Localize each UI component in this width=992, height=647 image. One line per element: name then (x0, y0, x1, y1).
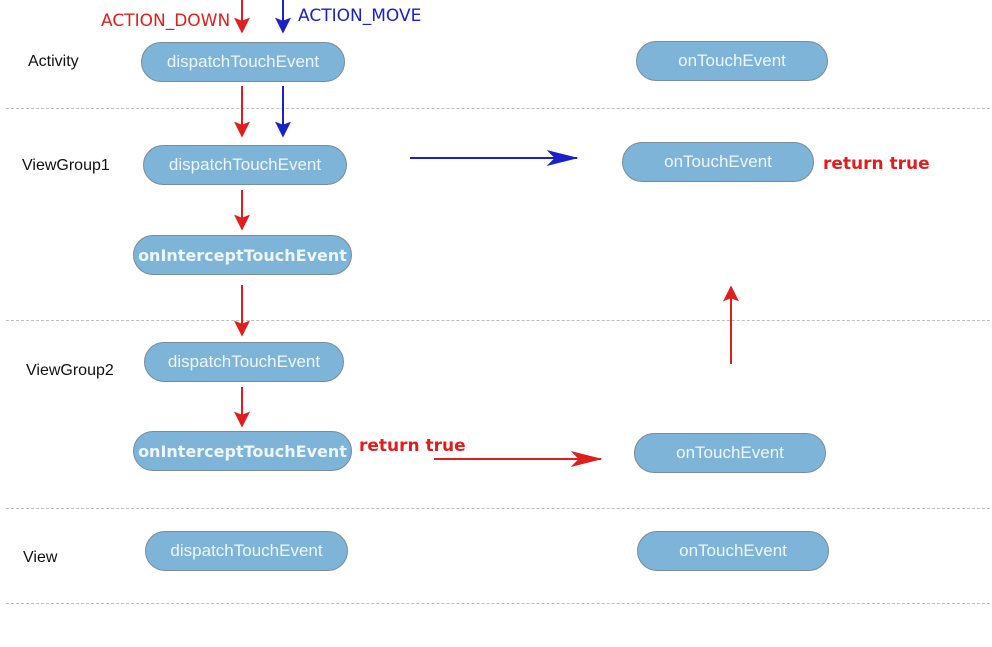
viewgroup1-return-true-label: return true (823, 154, 930, 174)
divider-viewgroup2-view (6, 508, 990, 509)
viewgroup1-on-touch-event-node: onTouchEvent (622, 142, 814, 182)
viewgroup2-on-touch-event-node: onTouchEvent (634, 433, 826, 473)
divider-viewgroup1-viewgroup2 (6, 320, 990, 321)
row-label-activity: Activity (28, 53, 79, 70)
action-move-label: ACTION_MOVE (298, 6, 422, 26)
activity-dispatch-touch-event-node: dispatchTouchEvent (141, 42, 345, 82)
viewgroup1-dispatch-touch-event-node: dispatchTouchEvent (143, 145, 347, 185)
viewgroup2-return-true-label: return true (359, 436, 466, 456)
view-dispatch-touch-event-node: dispatchTouchEvent (145, 531, 348, 571)
action-down-label: ACTION_DOWN (101, 11, 231, 31)
row-label-view: View (23, 549, 58, 566)
divider-activity-viewgroup1 (6, 108, 990, 109)
viewgroup2-dispatch-touch-event-node: dispatchTouchEvent (144, 342, 344, 382)
viewgroup1-on-intercept-touch-event-node: onInterceptTouchEvent (133, 235, 352, 275)
row-label-viewgroup1: ViewGroup1 (22, 157, 110, 174)
divider-bottom (6, 603, 990, 604)
row-label-viewgroup2: ViewGroup2 (26, 362, 114, 379)
activity-on-touch-event-node: onTouchEvent (636, 41, 828, 81)
view-on-touch-event-node: onTouchEvent (637, 531, 829, 571)
viewgroup2-on-intercept-touch-event-node: onInterceptTouchEvent (133, 431, 352, 471)
